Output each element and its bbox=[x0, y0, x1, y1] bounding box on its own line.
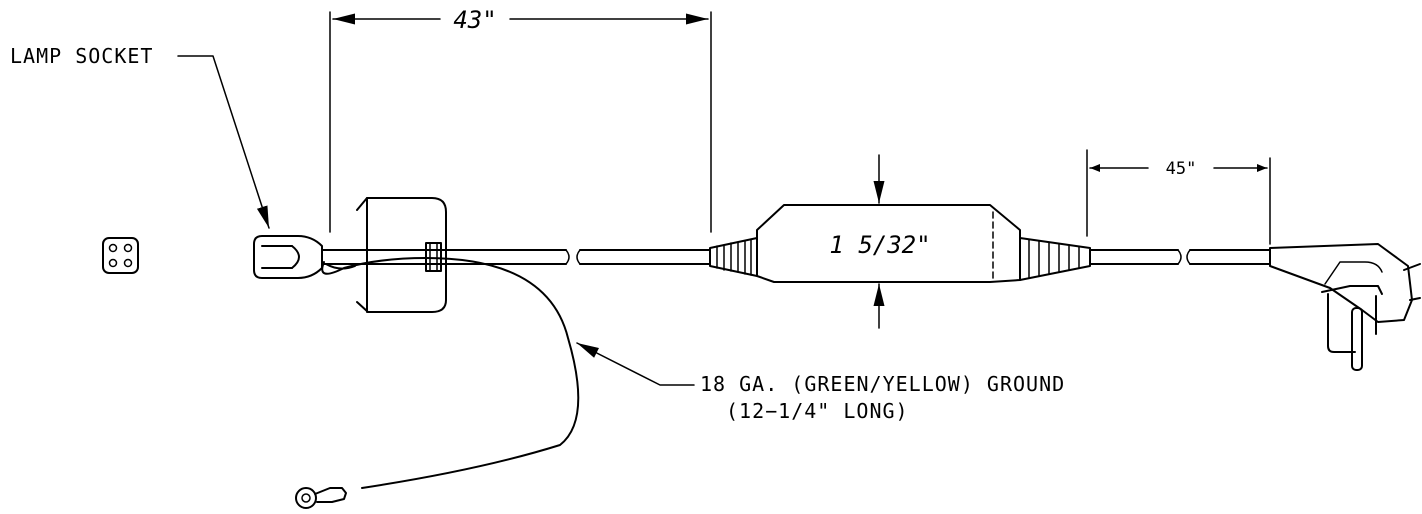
mounting-bracket bbox=[356, 197, 447, 313]
strain-relief-left bbox=[709, 237, 758, 277]
lamp-socket-leader bbox=[177, 55, 270, 229]
ground-label-line1: 18 GA. (GREEN/YELLOW) GROUND bbox=[700, 372, 1065, 396]
dimension-45: 45" bbox=[1086, 149, 1271, 245]
cord-segment-1 bbox=[329, 249, 570, 265]
switch-dimension-text: 1 5/32" bbox=[829, 231, 930, 259]
strain-relief-right bbox=[1019, 237, 1091, 281]
ring-terminal bbox=[295, 487, 347, 509]
ground-wire bbox=[321, 257, 580, 489]
lamp-socket-label: LAMP SOCKET bbox=[10, 44, 153, 68]
ground-leader bbox=[576, 342, 695, 386]
ground-label-line2: (12−1/4" LONG) bbox=[726, 399, 909, 423]
cord-segment-2 bbox=[576, 249, 711, 265]
socket-end-view bbox=[102, 237, 139, 274]
inline-switch-body: 1 5/32" bbox=[756, 204, 1021, 283]
schuko-plug bbox=[1269, 243, 1421, 371]
grommet bbox=[425, 242, 442, 272]
dimension-45-text: 45" bbox=[1166, 159, 1197, 179]
dimension-43-text: 43" bbox=[453, 6, 496, 34]
lamp-socket bbox=[253, 235, 331, 279]
cord-segment-3 bbox=[1089, 249, 1271, 265]
dimension-43: 43" bbox=[329, 6, 712, 233]
